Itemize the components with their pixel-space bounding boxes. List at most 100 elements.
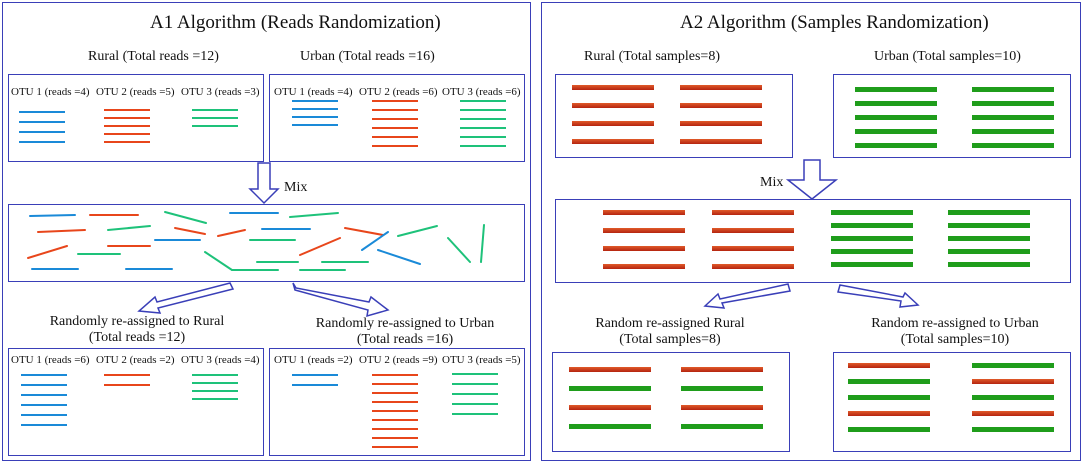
- sample-bar: [569, 386, 651, 391]
- sample-bar: [948, 210, 1030, 215]
- read-line: [19, 121, 65, 123]
- a2-mix-label: Mix: [760, 175, 784, 190]
- read-line: [21, 374, 67, 376]
- sample-bar: [572, 121, 654, 126]
- read-line: [372, 100, 418, 102]
- a1-rural-otu2-label: OTU 2 (reads =5): [96, 86, 175, 98]
- read-line: [19, 141, 65, 143]
- a2-title: A2 Algorithm (Samples Randomization): [680, 12, 989, 33]
- a1-rural-box: OTU 1 (reads =4) OTU 2 (reads =5) OTU 3 …: [8, 74, 264, 162]
- sample-bar: [848, 427, 930, 432]
- a1-rural-otu3-label: OTU 3 (reads =3): [181, 86, 260, 98]
- sample-bar: [681, 424, 763, 429]
- sample-bar: [948, 249, 1030, 254]
- sample-bar: [572, 139, 654, 144]
- a2-rand-rural-box: [552, 352, 790, 452]
- read-line: [372, 145, 418, 147]
- a1-rand-urban-label-2: (Total reads =16): [356, 332, 454, 347]
- read-line: [19, 111, 65, 113]
- sample-bar: [681, 367, 763, 372]
- sample-bar: [712, 228, 794, 233]
- sample-bar: [572, 85, 654, 90]
- sample-bar: [680, 103, 762, 108]
- read-line: [292, 374, 338, 376]
- a2-urban-box: [833, 74, 1071, 158]
- mix-arrow-icon: [785, 159, 839, 200]
- read-line: [192, 125, 238, 127]
- a2-rand-urban-label-2: (Total samples=10): [900, 332, 1010, 347]
- read-line: [104, 117, 150, 119]
- read-line: [372, 136, 418, 138]
- sample-bar: [848, 363, 930, 368]
- sample-bar: [972, 379, 1054, 384]
- sample-bar: [831, 249, 913, 254]
- read-line: [292, 384, 338, 386]
- a1-rand-rural-otu2-label: OTU 2 (reads =2): [96, 354, 175, 366]
- read-line: [460, 127, 506, 129]
- sample-bar: [972, 101, 1054, 106]
- a1-rand-urban-otu2-label: OTU 2 (reads =9): [359, 354, 438, 366]
- read-line: [192, 382, 238, 384]
- read-line: [192, 398, 238, 400]
- a1-urban-otu3-label: OTU 3 (reads =6): [442, 86, 521, 98]
- read-line: [460, 100, 506, 102]
- read-line: [372, 374, 418, 376]
- sample-bar: [603, 228, 685, 233]
- a1-urban-otu2-label: OTU 2 (reads =6): [359, 86, 438, 98]
- sample-bar: [948, 262, 1030, 267]
- a2-rand-rural-label-2: (Total samples=8): [619, 332, 721, 347]
- sample-bar: [972, 427, 1054, 432]
- read-line: [460, 109, 506, 111]
- sample-bar: [855, 87, 937, 92]
- read-line: [104, 109, 150, 111]
- sample-bar: [603, 210, 685, 215]
- a1-rand-urban-label-1: Randomly re-assigned to Urban: [315, 316, 495, 331]
- read-line: [104, 125, 150, 127]
- sample-bar: [848, 411, 930, 416]
- a1-urban-header: Urban (Total reads =16): [300, 49, 435, 64]
- sample-bar: [972, 143, 1054, 148]
- read-line: [21, 404, 67, 406]
- a1-rand-urban-otu3-label: OTU 3 (reads =5): [442, 354, 521, 366]
- sample-bar: [972, 129, 1054, 134]
- sample-bar: [855, 101, 937, 106]
- read-line: [372, 109, 418, 111]
- read-line: [460, 136, 506, 138]
- read-line: [452, 403, 498, 405]
- read-line: [21, 424, 67, 426]
- read-line: [19, 131, 65, 133]
- sample-bar: [569, 405, 651, 410]
- read-line: [460, 145, 506, 147]
- sample-bar: [681, 386, 763, 391]
- sample-bar: [855, 143, 937, 148]
- sample-bar: [831, 210, 913, 215]
- a2-rand-urban-box: [833, 352, 1071, 452]
- sample-bar: [972, 87, 1054, 92]
- mix-arrow-icon: [248, 162, 280, 205]
- a2-rand-urban-label-1: Random re-assigned to Urban: [871, 316, 1039, 331]
- a1-rand-rural-label-2: (Total reads =12): [88, 330, 186, 345]
- sample-bar: [680, 85, 762, 90]
- read-line: [372, 118, 418, 120]
- read-line: [452, 383, 498, 385]
- read-line: [292, 108, 338, 110]
- read-line: [372, 392, 418, 394]
- sample-bar: [831, 262, 913, 267]
- a2-rand-rural-label-1: Random re-assigned Rural: [595, 316, 745, 331]
- sample-bar: [948, 223, 1030, 228]
- sample-bar: [948, 236, 1030, 241]
- sample-bar: [972, 115, 1054, 120]
- read-line: [192, 109, 238, 111]
- sample-bar: [569, 367, 651, 372]
- read-line: [372, 127, 418, 129]
- read-line: [192, 117, 238, 119]
- read-line: [192, 390, 238, 392]
- read-line: [21, 384, 67, 386]
- scattered-reads: [27, 211, 485, 271]
- read-line: [452, 373, 498, 375]
- a1-mix-label: Mix: [284, 180, 308, 195]
- read-line: [292, 100, 338, 102]
- a1-rand-urban-otu1-label: OTU 1 (reads =2): [274, 354, 353, 366]
- read-line: [372, 428, 418, 430]
